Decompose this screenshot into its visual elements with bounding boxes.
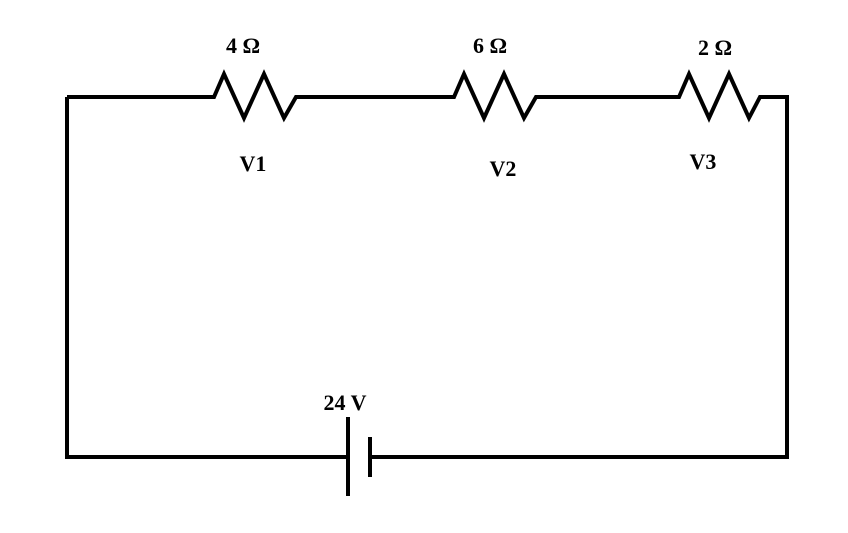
top-wire [67,69,789,459]
r1-resistance-label: 4 Ω [226,33,260,58]
battery-icon [346,417,372,496]
r3-resistance-label: 2 Ω [698,35,732,60]
left-wire [65,97,348,459]
battery-voltage-label: 24 V [324,390,367,415]
r2-resistance-label: 6 Ω [473,33,507,58]
v1-label: V1 [240,151,267,176]
v2-label: V2 [490,156,517,181]
v3-label: V3 [690,149,717,174]
